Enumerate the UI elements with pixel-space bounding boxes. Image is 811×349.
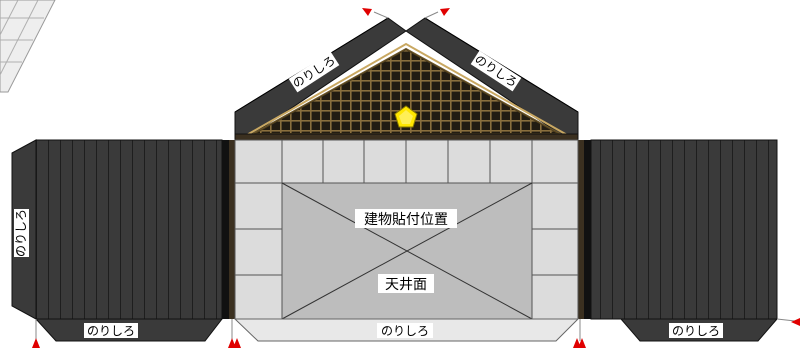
right-wall: のりしろ (578, 139, 779, 342)
glue-flap-label-left-side: のりしろ (14, 209, 28, 257)
glue-flap-label-right-bottom: のりしろ (672, 324, 720, 338)
adjacent-net-corner (0, 0, 56, 93)
glue-flap-label-left-bottom: のりしろ (87, 324, 135, 338)
ceiling-face-label: 天井面 (385, 277, 427, 293)
cut-marker-icon (32, 8, 800, 348)
gable-roof: のりしろ のりしろ (234, 17, 579, 141)
left-wall: のりしろ のりしろ (11, 139, 235, 342)
building-paste-position-label: 建物貼付位置 (364, 212, 448, 228)
glue-flap-label-center-bottom: のりしろ (381, 324, 429, 338)
center-panel: 建物貼付位置 天井面 のりしろ (233, 139, 580, 342)
